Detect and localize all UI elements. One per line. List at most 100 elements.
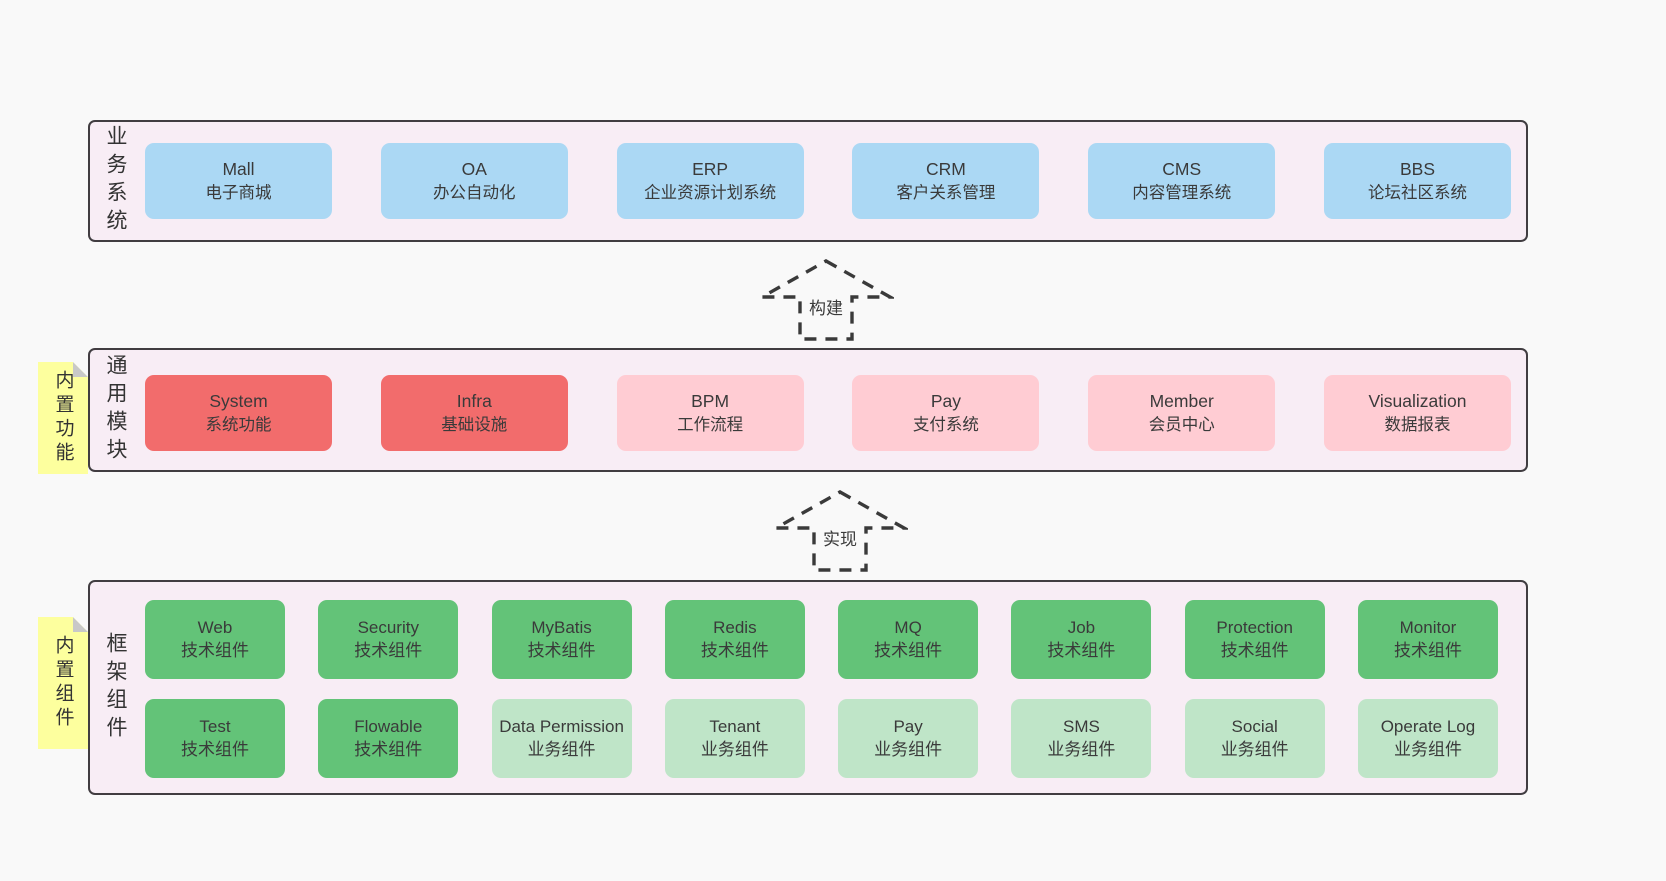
panel-label-business-systems: 业务系统 bbox=[100, 122, 130, 240]
box-title: Pay bbox=[893, 717, 923, 737]
box-title: Data Permission bbox=[499, 717, 624, 737]
box-visualization: Visualization 数据报表 bbox=[1323, 375, 1511, 451]
box-title: Tenant bbox=[709, 717, 761, 737]
box-title: Visualization bbox=[1368, 391, 1467, 412]
box-tenant: Tenant 业务组件 bbox=[664, 699, 805, 778]
box-sms: SMS 业务组件 bbox=[1011, 699, 1152, 778]
box-test: Test 技术组件 bbox=[145, 699, 285, 778]
panel-common-modules: 通用模块 System 系统功能 Infra 基础设施 BPM 工作流程 Pay… bbox=[88, 348, 1528, 472]
box-subtitle: 技术组件 bbox=[874, 640, 943, 660]
box-title: Web bbox=[197, 618, 233, 638]
box-subtitle: 系统功能 bbox=[205, 415, 272, 434]
box-mall: Mall 电子商城 bbox=[145, 143, 332, 219]
box-infra: Infra 基础设施 bbox=[380, 375, 568, 451]
box-cms: CMS 内容管理系统 bbox=[1088, 143, 1276, 219]
box-title: Job bbox=[1067, 618, 1096, 638]
box-subtitle: 企业资源计划系统 bbox=[644, 183, 777, 202]
box-subtitle: 数据报表 bbox=[1384, 415, 1451, 434]
box-title: Social bbox=[1231, 717, 1278, 737]
arrow-label: 实现 bbox=[820, 524, 860, 551]
box-subtitle: 技术组件 bbox=[527, 640, 596, 660]
box-subtitle: 电子商城 bbox=[205, 183, 272, 202]
box-pay-module: Pay 支付系统 bbox=[852, 375, 1040, 451]
box-bbs: BBS 论坛社区系统 bbox=[1323, 143, 1511, 219]
dashed-up-arrow-implement: 实现 bbox=[772, 488, 908, 574]
box-title: MQ bbox=[894, 618, 922, 638]
common-modules-row: System 系统功能 Infra 基础设施 BPM 工作流程 Pay 支付系统… bbox=[145, 375, 1511, 451]
box-title: Pay bbox=[930, 391, 961, 412]
box-social: Social 业务组件 bbox=[1184, 699, 1325, 778]
box-title: Operate Log bbox=[1380, 717, 1476, 737]
box-subtitle: 技术组件 bbox=[181, 640, 249, 660]
box-subtitle: 技术组件 bbox=[354, 640, 423, 660]
folded-corner-icon bbox=[73, 362, 88, 377]
box-subtitle: 技术组件 bbox=[181, 739, 249, 759]
box-title: Mall bbox=[222, 159, 255, 180]
box-subtitle: 业务组件 bbox=[874, 739, 943, 759]
box-subtitle: 论坛社区系统 bbox=[1367, 183, 1467, 202]
box-title: Flowable bbox=[354, 717, 423, 737]
box-subtitle: 业务组件 bbox=[527, 739, 596, 759]
box-bpm: BPM 工作流程 bbox=[616, 375, 804, 451]
box-subtitle: 技术组件 bbox=[1220, 640, 1289, 660]
box-system: System 系统功能 bbox=[145, 375, 332, 451]
box-pay-component: Pay 业务组件 bbox=[838, 699, 979, 778]
box-title: BPM bbox=[691, 391, 730, 412]
panel-label-text: 框架组件 bbox=[104, 631, 127, 744]
box-crm: CRM 客户关系管理 bbox=[852, 143, 1040, 219]
box-erp: ERP 企业资源计划系统 bbox=[616, 143, 804, 219]
panel-label-text: 通用模块 bbox=[104, 354, 127, 466]
box-subtitle: 办公自动化 bbox=[433, 183, 516, 202]
box-subtitle: 业务组件 bbox=[700, 739, 769, 759]
panel-framework-components: 框架组件 Web 技术组件 Security 技术组件 MyBatis 技术组件… bbox=[88, 580, 1528, 795]
box-job: Job 技术组件 bbox=[1011, 600, 1152, 679]
box-subtitle: 基础设施 bbox=[441, 415, 508, 434]
box-redis: Redis 技术组件 bbox=[664, 600, 805, 679]
box-protection: Protection 技术组件 bbox=[1184, 600, 1325, 679]
up-arrow-icon bbox=[772, 490, 908, 572]
box-monitor: Monitor 技术组件 bbox=[1357, 600, 1498, 679]
framework-components-row-1: Web 技术组件 Security 技术组件 MyBatis 技术组件 Redi… bbox=[145, 600, 1498, 679]
box-subtitle: 业务组件 bbox=[1393, 739, 1462, 759]
panel-label-common-modules: 通用模块 bbox=[100, 350, 130, 470]
box-title: System bbox=[209, 391, 268, 412]
box-subtitle: 技术组件 bbox=[700, 640, 769, 660]
box-title: Security bbox=[357, 618, 419, 638]
box-operate-log: Operate Log 业务组件 bbox=[1357, 699, 1498, 778]
box-subtitle: 业务组件 bbox=[1220, 739, 1289, 759]
box-title: OA bbox=[461, 159, 487, 180]
box-title: Test bbox=[199, 717, 231, 737]
box-subtitle: 内容管理系统 bbox=[1132, 183, 1232, 202]
box-member: Member 会员中心 bbox=[1088, 375, 1276, 451]
sticky-label-text: 内置组件 bbox=[52, 635, 74, 731]
panel-label-text: 业务系统 bbox=[104, 125, 127, 237]
business-systems-row: Mall 电子商城 OA 办公自动化 ERP 企业资源计划系统 CRM 客户关系… bbox=[145, 143, 1511, 219]
box-title: MyBatis bbox=[531, 618, 592, 638]
box-title: SMS bbox=[1062, 717, 1100, 737]
box-subtitle: 工作流程 bbox=[677, 415, 744, 434]
up-arrow-icon bbox=[758, 259, 894, 341]
panel-business-systems: 业务系统 Mall 电子商城 OA 办公自动化 ERP 企业资源计划系统 CRM… bbox=[88, 120, 1528, 242]
panel-label-framework-components: 框架组件 bbox=[100, 582, 130, 793]
dashed-up-arrow-build: 构建 bbox=[758, 257, 894, 343]
box-title: Protection bbox=[1216, 618, 1293, 638]
box-security: Security 技术组件 bbox=[318, 600, 459, 679]
folded-corner-icon bbox=[73, 617, 88, 632]
box-title: CMS bbox=[1162, 159, 1202, 180]
framework-components-row-2: Test 技术组件 Flowable 技术组件 Data Permission … bbox=[145, 699, 1498, 778]
box-data-permission: Data Permission 业务组件 bbox=[491, 699, 632, 778]
box-title: Monitor bbox=[1399, 618, 1457, 638]
box-mybatis: MyBatis 技术组件 bbox=[491, 600, 632, 679]
box-mq: MQ 技术组件 bbox=[838, 600, 979, 679]
box-subtitle: 业务组件 bbox=[1047, 739, 1116, 759]
box-subtitle: 技术组件 bbox=[1047, 640, 1116, 660]
box-title: CRM bbox=[925, 159, 966, 180]
sticky-note-built-in-components: 内置组件 bbox=[38, 617, 88, 749]
sticky-note-built-in-features: 内置功能 bbox=[38, 362, 88, 474]
box-title: BBS bbox=[1399, 159, 1435, 180]
arrow-label: 构建 bbox=[806, 293, 846, 320]
box-subtitle: 支付系统 bbox=[912, 415, 979, 434]
box-web: Web 技术组件 bbox=[145, 600, 285, 679]
box-subtitle: 会员中心 bbox=[1148, 415, 1215, 434]
